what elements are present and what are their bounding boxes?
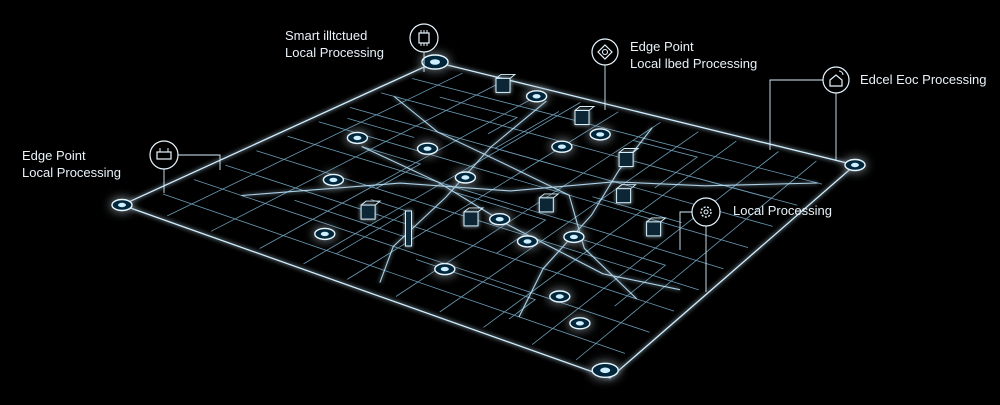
grid-line [287,135,724,270]
building-block [646,221,662,237]
building-roof [574,106,596,111]
callout-line [769,79,823,150]
network-node-core [851,162,859,168]
building-block [360,204,376,220]
callout-subtitle: Local Processing [22,165,121,180]
network-node-core [329,177,338,183]
network-node-core [440,266,449,272]
street-segment [697,177,772,199]
grid-line [225,164,675,312]
callout-subtitle: Local Processing [285,45,384,60]
building-roof [618,148,640,153]
street-segment [347,118,415,138]
network-node-core [600,367,611,374]
network-node-core [575,321,584,326]
network-node-core [569,234,578,240]
house-signal-icon [822,66,850,94]
callout-label-top-center: Edge Point Local lbed Processing [630,38,757,72]
callout-label-top-left: Smart illtctued Local Processing [285,27,384,61]
diamond-gear-icon [591,38,619,66]
network-route [393,96,638,300]
network-node-core [320,231,329,237]
network-nodes [111,54,866,378]
grid-line [193,179,650,333]
network-route [379,100,547,283]
network-node-core [532,94,541,99]
grid-line [162,193,626,354]
callout-title: Edge Point [630,39,694,54]
building-roof [360,200,382,206]
callout-subtitle: Local lbed Processing [630,56,758,71]
network-node-core [430,59,440,65]
building-roof [463,207,485,213]
gear-icon [691,197,721,227]
callout-title: Edge Point [22,148,86,163]
network-routes [241,96,818,318]
street-segment [416,259,537,320]
building-block [495,77,511,93]
building-roof [646,217,667,223]
building-blocks [360,73,667,247]
building-block [574,110,590,125]
antenna-tower [405,210,412,247]
network-node-core [353,135,362,141]
network-node-core [596,132,605,137]
grid-line [318,121,749,248]
callout-label-right: Local Processing [733,202,832,219]
network-node-core [555,294,564,299]
network-node-core [118,202,126,208]
street-segment [361,146,422,189]
building-block [538,197,554,213]
router-icon [149,140,179,170]
building-block [618,152,634,167]
callout-label-top-right: Edcel Eoc Processing [860,71,986,88]
street-segment [582,239,667,307]
network-node-core [495,217,504,222]
callout-line [679,211,692,250]
callout-title: Edcel Eoc Processing [860,72,987,87]
street-segment [632,140,699,189]
chip-icon [409,23,439,53]
callout-label-left: Edge Point Local Processing [22,147,121,181]
building-block [463,211,479,227]
callout-lines [163,52,837,292]
callout-title: Smart illtctued [285,28,368,43]
grid-plane-outline [120,61,857,379]
grid-line [412,78,823,185]
street-segment [454,191,547,254]
network-node-core [557,144,566,149]
callout-line [178,154,221,170]
callout-title: Local Processing [733,203,832,218]
building-roof [495,73,517,79]
building-block [616,188,632,204]
network-node-core [461,175,470,180]
street-segment [592,196,682,223]
network-node-core [423,146,432,151]
building-roof [616,184,637,190]
street-segment [494,111,560,165]
network-route [241,181,818,197]
street-segment [294,199,413,240]
building-roof [539,193,560,199]
street-segment [439,96,519,135]
network-node-core [523,239,532,244]
